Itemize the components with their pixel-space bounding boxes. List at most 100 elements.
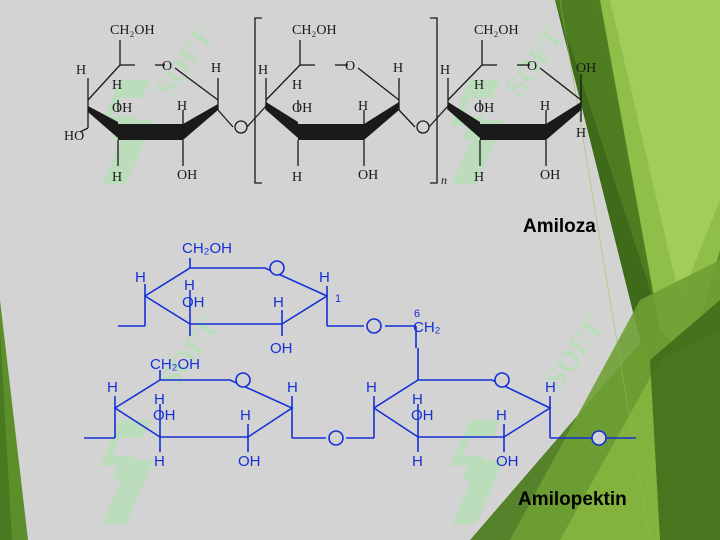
h-label: H <box>258 63 268 78</box>
oh-label: OH <box>474 101 494 116</box>
oh-label: OH <box>182 294 205 311</box>
ring-oxygen: O <box>162 59 172 74</box>
h-label: H <box>540 99 550 114</box>
ring-bold-edge <box>448 102 480 138</box>
ring-bold-edge <box>546 102 581 140</box>
h-label: H <box>76 63 86 78</box>
oh-label: OH <box>153 407 176 424</box>
amylopectin-top-ring-labels: CH₂OH H H H 1 OH H OH 6 CH₂ <box>135 240 441 357</box>
oh-label: OH <box>270 340 293 357</box>
ring-oxygen: O <box>527 59 537 74</box>
ring-bond <box>265 64 301 101</box>
h-label: H <box>287 379 298 396</box>
ch2oh-label: CH₂OH <box>110 23 155 38</box>
repeat-bracket-right <box>430 17 438 184</box>
ring-oxygen-circle <box>269 260 285 276</box>
ring-bond <box>87 64 121 101</box>
amylopectin-caption: Amilopektin <box>518 489 627 510</box>
ring-bond <box>174 67 219 101</box>
amylopectin-bottom-right-ring <box>372 348 636 452</box>
ring-bond <box>357 67 400 101</box>
oh-label: OH <box>576 61 596 76</box>
glycosidic-oxygen <box>328 430 344 446</box>
ring-bold-edge <box>266 102 298 138</box>
terminal-oxygen <box>591 430 607 446</box>
oh-label: OH <box>358 168 378 183</box>
h-label: H <box>154 453 165 470</box>
watermark-mark <box>100 420 154 524</box>
h-label: H <box>107 379 118 396</box>
h-label: H <box>319 269 330 286</box>
ring-bond <box>79 127 89 133</box>
oh-label: OH <box>496 453 519 470</box>
ch2oh-label: CH₂OH <box>182 240 232 257</box>
ring-bond <box>217 109 234 128</box>
h-label: H <box>576 126 586 141</box>
h-label: H <box>545 379 556 396</box>
h-label: H <box>412 391 423 408</box>
bridge-bond <box>428 105 449 128</box>
oh-label: OH <box>411 407 434 424</box>
amylose-ring-1-labels: CH₂OH O H H H OH H HO H OH <box>64 23 221 185</box>
ring-oxygen: O <box>345 59 355 74</box>
h-label: H <box>496 407 507 424</box>
amylose-ring-2 <box>265 40 416 166</box>
repeat-subscript: n <box>441 173 447 187</box>
oh-label: OH <box>292 101 312 116</box>
oh-label: OH <box>238 453 261 470</box>
oh-label: OH <box>177 168 197 183</box>
ho-label: HO <box>64 129 84 144</box>
amylose-caption: Amiloza <box>523 216 596 237</box>
h-label: H <box>112 78 122 93</box>
ring-oxygen-circle <box>235 372 251 388</box>
ch2oh-label: CH₂OH <box>292 23 337 38</box>
h-label: H <box>358 99 368 114</box>
h-label: H <box>366 379 377 396</box>
ring-bold-edge <box>480 124 546 140</box>
carbon-number: 1 <box>335 293 341 305</box>
ch2-label: CH₂ <box>413 319 441 336</box>
h-label: H <box>273 294 284 311</box>
amylose-ring-1 <box>79 40 234 166</box>
h-label: H <box>292 170 302 185</box>
amylopectin-bottom-left-labels: CH₂OH H H H OH H H OH <box>107 356 298 470</box>
ring-bond <box>447 64 483 101</box>
ring-bold-edge <box>118 124 183 140</box>
amylose-ring-3 <box>447 40 582 166</box>
carbon-number: 6 <box>414 308 420 320</box>
amylopectin-top-ring <box>118 258 417 348</box>
repeat-bracket-left <box>254 17 262 184</box>
ring-oxygen-circle <box>494 372 510 388</box>
ring-bond <box>398 109 416 128</box>
h-label: H <box>135 269 146 286</box>
ring-bold-edge <box>183 104 218 140</box>
ring-bond <box>539 67 582 101</box>
amylose-ring-2-labels: CH₂OH O H H H OH H H OH <box>258 23 403 185</box>
bridge-bond <box>246 105 267 128</box>
ring-bold-edge <box>88 106 118 138</box>
amylose-structure: CH₂OH O H H H OH H HO H OH <box>64 17 596 187</box>
ch2oh-label: CH₂OH <box>474 23 519 38</box>
h-label: H <box>240 407 251 424</box>
h-label: H <box>412 453 423 470</box>
ring-bold-edge <box>298 124 364 140</box>
h-label: H <box>393 61 403 76</box>
h-label: H <box>440 63 450 78</box>
amylopectin-structure: CH₂OH H H H 1 OH H OH 6 CH₂ CH₂OH H <box>84 240 636 470</box>
ring-bold-edge <box>364 102 399 140</box>
watermark-mark <box>450 420 504 524</box>
amylopectin-bottom-left-ring <box>84 370 374 452</box>
oh-label: OH <box>540 168 560 183</box>
oh-label: OH <box>112 101 132 116</box>
h-label: H <box>474 170 484 185</box>
h-label: H <box>112 170 122 185</box>
h-label: H <box>177 99 187 114</box>
h-label: H <box>292 78 302 93</box>
h-label: H <box>211 61 221 76</box>
glycosidic-oxygen <box>366 318 382 334</box>
h-label: H <box>154 391 165 408</box>
h-label: H <box>474 78 484 93</box>
ch2oh-label: CH₂OH <box>150 356 200 373</box>
